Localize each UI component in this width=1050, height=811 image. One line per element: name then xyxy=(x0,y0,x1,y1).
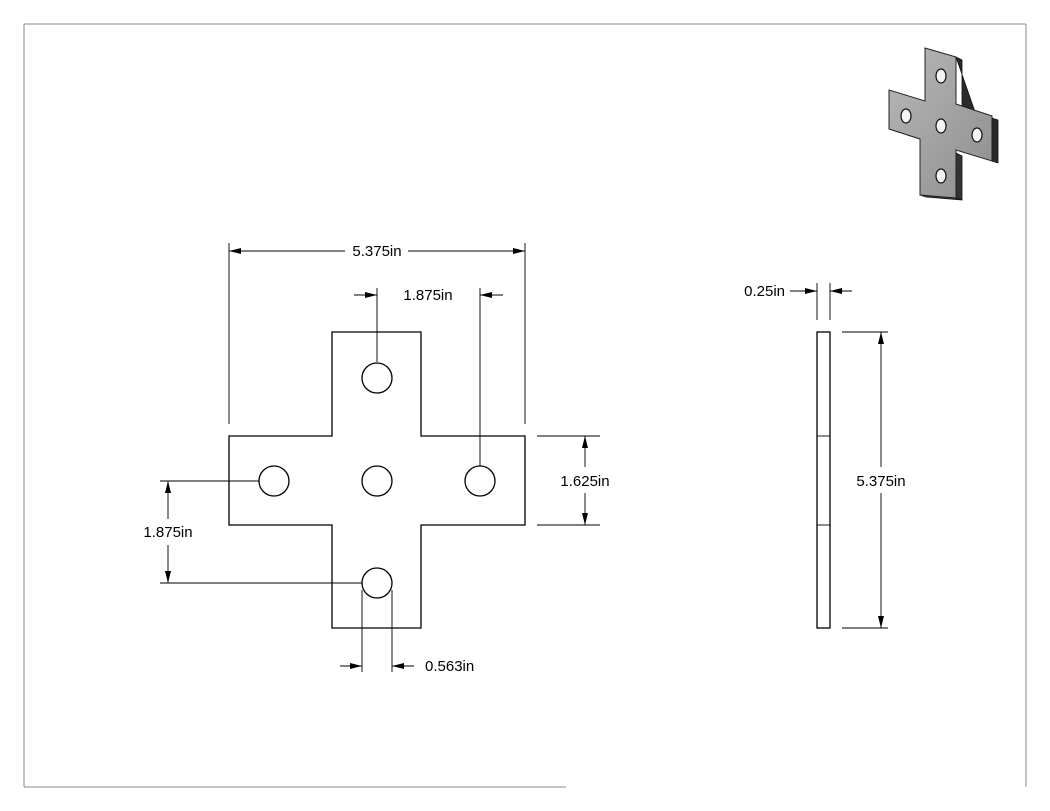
dim-hole-spacing-horizontal-label: 1.875in xyxy=(403,287,452,304)
hole-center xyxy=(361,465,393,497)
dim-thickness-label: 0.25in xyxy=(744,283,785,300)
front-view: 5.375in 1.875in 1.625in xyxy=(143,243,610,675)
dim-hole-spacing-vertical: 1.875in xyxy=(143,480,362,584)
hole-right xyxy=(464,465,496,497)
dim-hole-spacing-horizontal: 1.875in xyxy=(354,287,503,466)
dim-hole-diameter-label: 0.563in xyxy=(425,658,474,675)
side-view-outline xyxy=(816,331,831,629)
dim-overall-width-label: 5.375in xyxy=(352,243,401,260)
dim-overall-height: 5.375in xyxy=(842,331,906,629)
dim-hole-spacing-vertical-label: 1.875in xyxy=(143,524,192,541)
dim-overall-width: 5.375in xyxy=(228,243,526,424)
isometric-view xyxy=(888,47,999,201)
side-view: 0.25in 5.375in xyxy=(744,283,906,629)
sheet-border xyxy=(23,23,1027,788)
dim-overall-height-label: 5.375in xyxy=(856,473,905,490)
hole-bottom xyxy=(361,567,393,599)
dim-hole-diameter: 0.563in xyxy=(340,590,474,675)
hole-top xyxy=(361,362,393,394)
dim-arm-width: 1.625in xyxy=(537,435,610,526)
hole-left xyxy=(258,465,290,497)
dim-arm-width-label: 1.625in xyxy=(560,473,609,490)
dim-thickness: 0.25in xyxy=(744,283,852,320)
